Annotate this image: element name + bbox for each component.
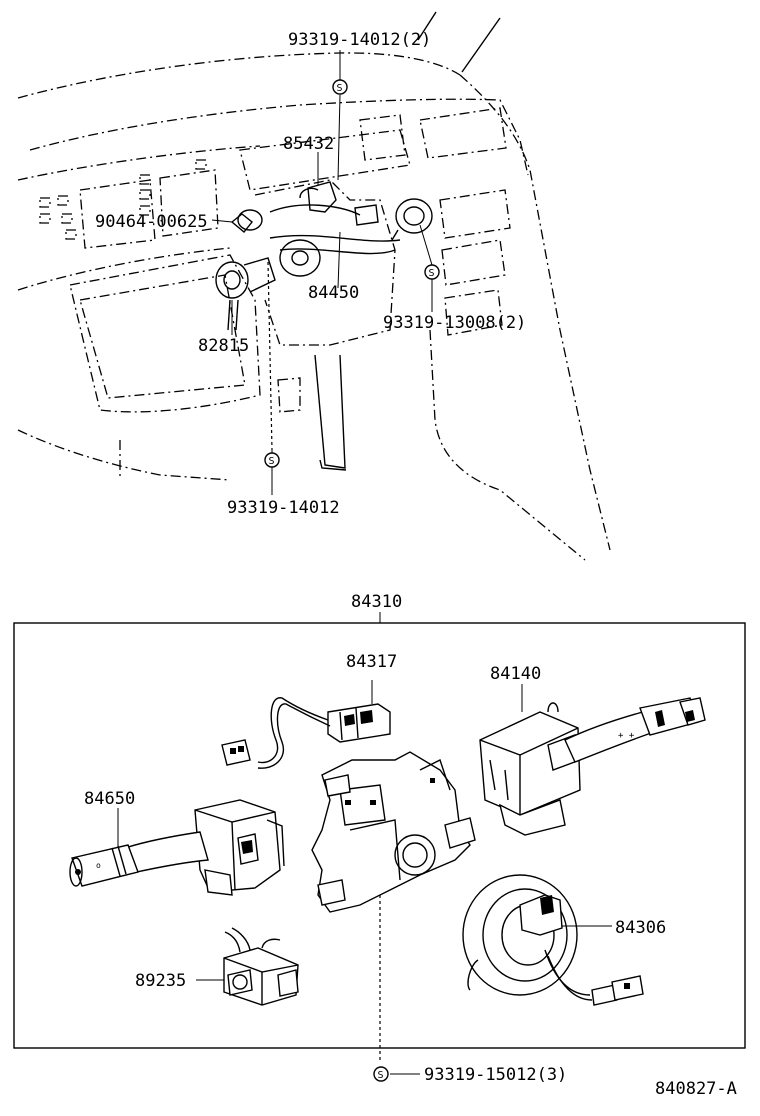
label-84140: 84140: [490, 664, 541, 684]
svg-text:+ +: + +: [618, 731, 635, 741]
label-93319-13008-2: 93319-13008(2): [383, 313, 526, 333]
screw-mark: S: [337, 83, 343, 94]
figure-code: 840827-A: [655, 1079, 737, 1099]
label-84450: 84450: [308, 283, 359, 303]
leader-lines-top: [211, 50, 433, 495]
dashboard-parts: [215, 181, 433, 451]
screw-symbol-top-b: S: [424, 264, 440, 280]
part-84650: o: [69, 799, 285, 896]
part-84306: [462, 874, 644, 1006]
label-82815: 82815: [198, 336, 249, 356]
label-89235: 89235: [135, 971, 186, 991]
part-84140: + +: [479, 684, 706, 836]
screw-symbol-bottom: S: [373, 1066, 389, 1082]
screw-mark: S: [429, 268, 435, 279]
label-93319-14012-2: 93319-14012(2): [288, 30, 431, 50]
lower-screw-line: [379, 895, 420, 1075]
screw-mark: S: [269, 456, 275, 467]
part-84317: [221, 680, 391, 769]
part-central-bracket: [311, 751, 476, 913]
screw-symbol-top-c: S: [264, 452, 280, 468]
label-85432: 85432: [283, 134, 334, 154]
label-84650: 84650: [84, 789, 135, 809]
dashboard-outline: [17, 11, 611, 561]
screw-symbol-top-a: S: [332, 79, 348, 95]
part-89235: [196, 927, 299, 1006]
label-84310: 84310: [351, 592, 402, 612]
label-93319-14012: 93319-14012: [227, 498, 340, 518]
label-90464-00625: 90464-00625: [95, 212, 208, 232]
svg-text:o: o: [96, 861, 101, 870]
label-84306: 84306: [615, 918, 666, 938]
label-93319-15012-3: 93319-15012(3): [424, 1065, 567, 1085]
label-84317: 84317: [346, 652, 397, 672]
screw-mark: S: [378, 1070, 384, 1081]
